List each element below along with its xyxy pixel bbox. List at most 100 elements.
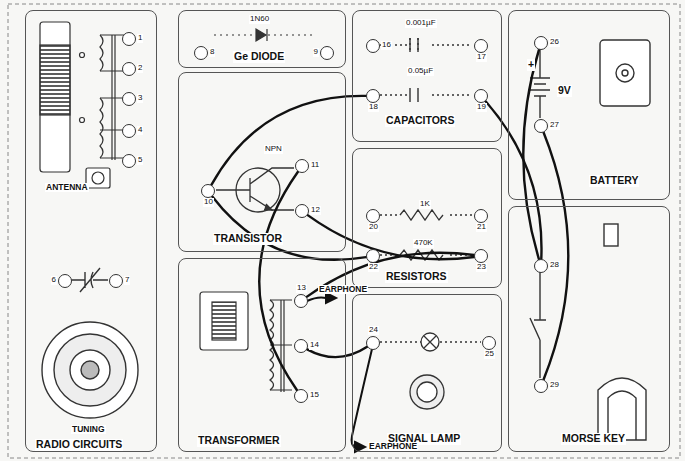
signal-lamp-part — [421, 333, 439, 351]
terminal: 7 — [109, 274, 123, 288]
signal-lamp-part — [417, 382, 437, 402]
transformer-symbol-part — [212, 302, 236, 340]
transformer-symbol-part — [281, 300, 284, 392]
panel-label: MORSE KEY — [561, 433, 626, 445]
terminal-number: 24 — [368, 326, 379, 335]
value-label: 1K — [419, 200, 431, 209]
terminal-number: 26 — [549, 38, 560, 47]
terminal-number: 16 — [381, 41, 392, 50]
terminal-number: 15 — [309, 391, 320, 400]
battery-panel: +9VBATTERY2627 — [508, 10, 670, 200]
signal-lamp — [380, 333, 481, 409]
antenna-coil-part — [86, 168, 110, 188]
terminal-number: 13 — [296, 284, 307, 293]
value-label: 0.05µF — [407, 67, 434, 76]
transistor-symbol — [216, 168, 294, 212]
terminal-number: 6 — [51, 276, 57, 285]
morse-key-part — [598, 378, 646, 440]
earphone-leads-part — [352, 349, 373, 447]
panel-label: RESISTORS — [385, 271, 448, 283]
terminal: 14 — [294, 339, 308, 353]
morse-key-panel: MORSE KEY 28 29 — [508, 206, 670, 452]
terminal: 27 — [534, 119, 548, 133]
panel-label: BATTERY — [589, 175, 639, 187]
outer-border — [8, 4, 680, 458]
diode-symbol-part — [266, 29, 267, 41]
terminal-number: 18 — [368, 103, 379, 112]
terminal-number: 29 — [549, 381, 560, 390]
terminal: 23 — [474, 249, 488, 263]
terminal: 28 — [534, 259, 548, 273]
panel-label: TUNING — [71, 425, 106, 434]
capacitors-panel: 0.001µF0.05µFCAPACITORS16171819 — [352, 10, 502, 142]
terminal-number: 23 — [476, 263, 487, 272]
transistor-symbol-part — [216, 168, 294, 210]
panel-label: 9V — [557, 85, 572, 97]
terminal: 12 — [295, 204, 309, 218]
panel-label: TRANSISTOR — [213, 233, 283, 245]
terminal: 26 — [534, 36, 548, 50]
variable-capacitor-symbol — [70, 268, 108, 292]
terminal: 8 — [194, 46, 208, 60]
terminal-number: 14 — [309, 341, 320, 350]
terminal: 29 — [534, 379, 548, 393]
terminal: 5 — [122, 154, 136, 168]
terminal: 21 — [474, 209, 488, 223]
antenna-coil-part — [40, 45, 70, 115]
terminal: 11 — [295, 159, 309, 173]
battery-symbol — [530, 40, 650, 118]
terminal: 9 — [320, 46, 334, 60]
terminal-number: 1 — [137, 34, 143, 43]
terminal-number: 7 — [124, 276, 130, 285]
antenna-coil-part — [80, 118, 85, 123]
resistor-symbols-part — [400, 210, 443, 220]
wire — [212, 197, 366, 260]
antenna-coil-part — [80, 53, 85, 58]
terminal-number: 2 — [137, 64, 143, 73]
value-label: NPN — [264, 145, 283, 154]
wire — [259, 172, 298, 391]
terminal: 3 — [122, 92, 136, 106]
terminal: 17 — [474, 39, 488, 53]
terminal: 16 — [366, 39, 380, 53]
terminal-number: 27 — [549, 121, 560, 130]
value-label: 0.001µF — [405, 19, 437, 28]
terminal-number: 11 — [310, 161, 320, 170]
tuning-dial-part — [70, 350, 110, 390]
wire — [211, 96, 366, 185]
value-label: 1N60 — [249, 15, 270, 24]
wire — [544, 132, 569, 379]
signal-lamp-part — [410, 375, 444, 409]
morse-key-part — [604, 224, 618, 246]
radio-transformer-symbol-part — [100, 35, 103, 158]
terminal: 1 — [122, 32, 136, 46]
resistor-symbols-part — [380, 214, 400, 215]
terminal-number: 17 — [476, 53, 487, 62]
earphone-leads — [307, 293, 372, 452]
diode-symbol — [214, 29, 312, 41]
resistors-panel: 1K470KRESISTORS20212223 — [352, 148, 502, 288]
terminal: 15 — [294, 389, 308, 403]
earphone-leads-part — [307, 297, 326, 301]
terminal-number: 28 — [549, 261, 560, 270]
capacitor-symbols-part — [410, 38, 418, 52]
variable-capacitor-symbol-part — [70, 268, 108, 292]
antenna-coil — [40, 22, 110, 188]
terminal: 25 — [482, 336, 496, 350]
panel-label: CAPACITORS — [385, 115, 455, 127]
antenna-coil-part — [40, 22, 70, 172]
diode-symbol-part — [256, 29, 266, 41]
terminal: 4 — [122, 124, 136, 138]
transistor-panel: NPNTRANSISTOR101112 — [178, 72, 346, 252]
earphone-label: EARPHONE — [368, 442, 418, 451]
outer-border-part — [8, 4, 680, 458]
tuning-dial-part — [54, 334, 126, 406]
terminal: 13 — [294, 294, 308, 308]
morse-key-part — [530, 272, 546, 378]
wire — [307, 253, 474, 297]
panel-label: RADIO CIRCUITS — [35, 439, 123, 451]
terminal: 22 — [366, 249, 380, 263]
